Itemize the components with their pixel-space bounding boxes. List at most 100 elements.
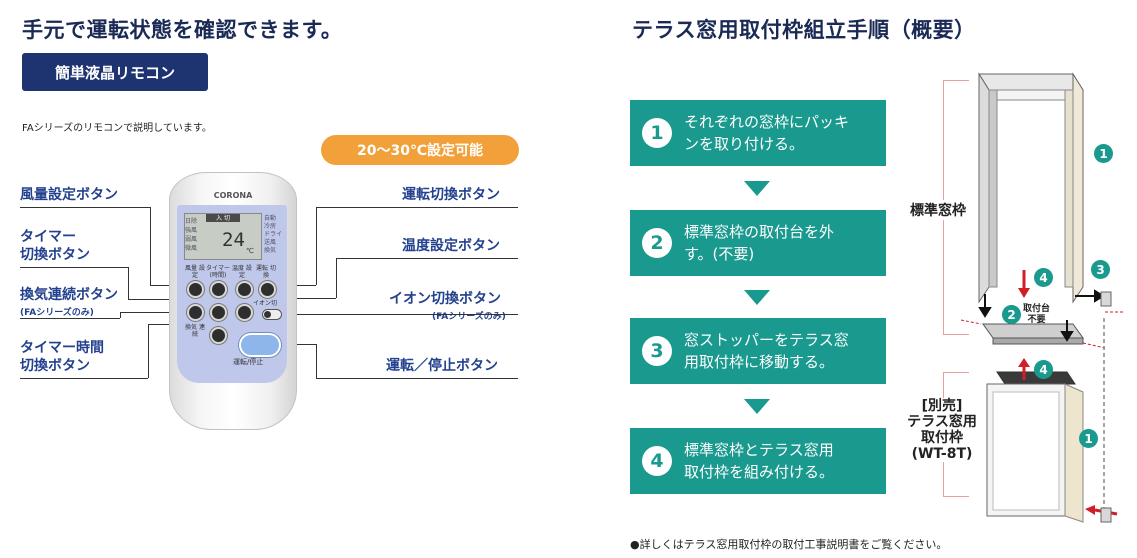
step-line: 窓ストッパーをテラス窓 xyxy=(684,331,849,349)
lcd-temperature: 24 xyxy=(222,229,245,251)
marker-4: 4 xyxy=(1034,360,1053,379)
leader-line xyxy=(20,207,150,208)
leader-line xyxy=(120,312,121,318)
label-line: [別売] xyxy=(921,398,963,414)
step-number: 3 xyxy=(642,336,672,366)
step-1: 1 それぞれの窓枠にパッキ ンを取り付ける。 xyxy=(630,100,886,166)
btn-label-timer: タイマー (時間) xyxy=(206,265,231,279)
leader-line xyxy=(128,267,129,299)
step-line: 標準窓枠とテラス窓用 xyxy=(684,441,834,459)
arrow-down-icon xyxy=(744,399,770,414)
step-text: 標準窓枠の取付台を外 す。(不要) xyxy=(684,221,834,265)
marker-2: 2 xyxy=(1002,305,1021,324)
step-number: 2 xyxy=(642,228,672,258)
label-timer-switch-2: 切換ボタン xyxy=(20,247,90,263)
label-line: 不要 xyxy=(1027,315,1046,325)
btn-label-ion: イオン切 xyxy=(253,300,278,307)
label-ion-note: (FAシリーズのみ) xyxy=(432,312,506,322)
ventilation-button[interactable] xyxy=(187,304,204,321)
remote-badge: 簡単液晶リモコン xyxy=(22,53,208,91)
arrow-down-icon xyxy=(744,181,770,196)
lcd-screen xyxy=(184,213,262,260)
lcd-indicator: 自動 xyxy=(264,215,277,222)
temp-down-button[interactable] xyxy=(236,304,253,321)
label-mount-unnecessary: 取付台 不要 xyxy=(1023,304,1050,326)
label-run-stop: 運転／停止ボタン xyxy=(386,358,498,374)
footer-note: ●詳しくはテラス窓用取付枠の取付工事説明書をご覧ください。 xyxy=(630,538,948,551)
leader-line xyxy=(148,324,149,378)
assembly-diagram xyxy=(960,72,1125,523)
label-timer-time-1: タイマー時間 xyxy=(20,340,104,356)
lcd-tag xyxy=(206,214,240,222)
step-number: 1 xyxy=(642,118,672,148)
label-mode-switch: 運転切換ボタン xyxy=(402,187,500,203)
label-temperature: 温度設定ボタン xyxy=(402,238,500,254)
step-text: 標準窓枠とテラス窓用 取付枠を組み付ける。 xyxy=(684,439,834,483)
label-fan-speed: 風量設定ボタン xyxy=(20,187,118,203)
timer-time-down-button[interactable] xyxy=(210,327,227,344)
right-heading: テラス窓用取付枠組立手順（概要） xyxy=(632,18,976,42)
arrow-down-icon xyxy=(744,290,770,305)
step-line: それぞれの窓枠にパッキ xyxy=(684,113,850,131)
lcd-indicator: 微風 xyxy=(185,245,198,252)
leader-line xyxy=(336,258,518,259)
label-line: テラス窓用 xyxy=(907,414,977,430)
terrace-window-frame xyxy=(986,371,1084,523)
marker-1: 1 xyxy=(1094,144,1113,163)
leader-line xyxy=(316,378,518,379)
leader-line xyxy=(282,344,316,345)
leader-line xyxy=(316,344,317,378)
label-timer-time-2: 切換ボタン xyxy=(20,358,90,374)
label-line: (WT-8T) xyxy=(911,446,973,462)
remote-note: FAシリーズのリモコンで説明しています。 xyxy=(22,123,212,134)
step-number: 4 xyxy=(642,446,672,476)
step-line: 取付枠を組み付ける。 xyxy=(684,463,835,481)
lcd-indicator: 送風 xyxy=(264,239,277,246)
left-heading: 手元で運転状態を確認できます。 xyxy=(22,18,343,42)
leader-line xyxy=(336,258,337,298)
lcd-tag-label: 入 切 xyxy=(216,215,230,222)
lcd-indicator: 日除 xyxy=(185,218,198,225)
btn-label-vent: 換気 連続 xyxy=(185,324,205,338)
leader-line xyxy=(20,378,148,379)
mode-switch-button[interactable] xyxy=(259,281,276,298)
label-ion-switch: イオン切換ボタン xyxy=(389,291,501,307)
label-line: 取付枠 xyxy=(921,430,963,446)
timer-time-up-button[interactable] xyxy=(210,304,227,321)
black-arrows xyxy=(978,289,1105,342)
timer-switch-button[interactable] xyxy=(210,281,227,298)
lcd-unit: ℃ xyxy=(246,247,254,255)
standard-window-frame xyxy=(978,72,1084,304)
label-sold-separately: [別売] テラス窓用 取付枠 (WT-8T) xyxy=(898,398,986,462)
leader-line xyxy=(150,207,151,285)
leader-line xyxy=(316,207,518,208)
fan-speed-button[interactable] xyxy=(187,281,204,298)
temp-range-pill: 20～30℃設定可能 xyxy=(321,135,519,165)
leader-line xyxy=(282,314,518,315)
step-line: す。(不要) xyxy=(684,245,755,263)
leader-line xyxy=(120,312,194,313)
lcd-indicator: 弱風 xyxy=(185,236,198,243)
run-stop-button[interactable] xyxy=(239,333,281,357)
corona-logo: CORONA xyxy=(213,191,253,200)
leader-line xyxy=(20,318,120,319)
label-ventilation-note: (FAシリーズのみ) xyxy=(20,308,94,318)
lcd-indicator: 冷房 xyxy=(264,223,277,230)
leader-line xyxy=(20,267,128,268)
temp-up-button[interactable] xyxy=(236,281,253,298)
btn-label-temp: 温度 設定 xyxy=(232,265,252,279)
marker-4: 4 xyxy=(1034,268,1053,287)
step-line: ンを取り付ける。 xyxy=(684,135,805,153)
lcd-indicator: ドライ xyxy=(264,231,283,238)
step-line: 用取付枠に移動する。 xyxy=(684,353,835,371)
lcd-indicator: 強風 xyxy=(185,227,198,234)
marker-3: 3 xyxy=(1091,260,1110,279)
step-3: 3 窓ストッパーをテラス窓 用取付枠に移動する。 xyxy=(630,318,886,384)
step-2: 2 標準窓枠の取付台を外 す。(不要) xyxy=(630,210,886,276)
ion-toggle[interactable] xyxy=(262,309,282,320)
step-line: 標準窓枠の取付台を外 xyxy=(684,223,835,241)
btn-label-mode: 運転 切換 xyxy=(256,265,276,279)
label-line: 取付台 xyxy=(1023,304,1051,314)
label-ventilation: 換気連続ボタン xyxy=(20,287,118,303)
step-4: 4 標準窓枠とテラス窓用 取付枠を組み付ける。 xyxy=(630,428,886,494)
